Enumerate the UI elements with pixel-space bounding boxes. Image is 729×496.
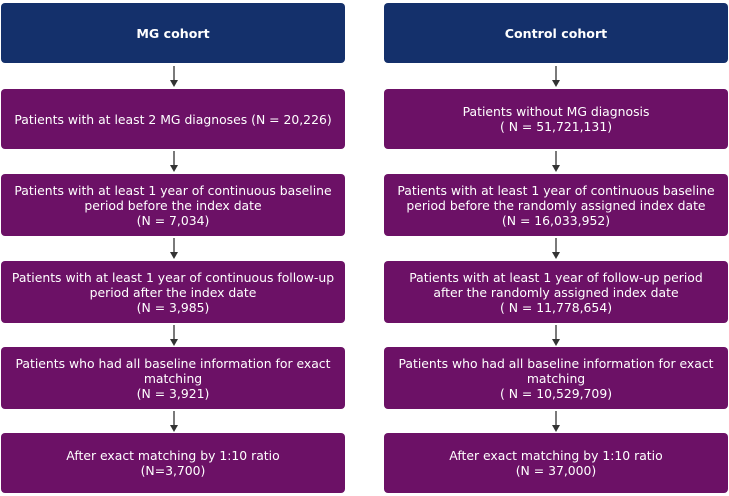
arrow-down-icon — [552, 151, 560, 172]
control-cohort-header-label: Control cohort — [504, 25, 608, 41]
arrow-down-icon — [170, 238, 178, 259]
control-step-2-line-2: period before the randomly assigned inde… — [406, 197, 706, 213]
mg-step-2-line-3: (N = 7,034) — [136, 212, 210, 228]
mg-step-2-line-1: Patients with at least 1 year of continu… — [14, 182, 332, 198]
mg-step-5-line-2: (N=3,700) — [140, 463, 206, 478]
mg-step-3: Patients with at least 1 year of continu… — [1, 261, 345, 323]
mg-step-1: Patients with at least 2 MG diagnoses (N… — [1, 89, 345, 149]
control-step-2: Patients with at least 1 year of continu… — [384, 174, 728, 236]
mg-step-5: After exact matching by 1:10 ratio (N=3,… — [1, 433, 345, 493]
arrow-down-icon — [170, 151, 178, 172]
mg-step-3-line-3: (N = 3,985) — [136, 299, 210, 315]
mg-step-3-line-2: period after the index date — [89, 284, 257, 300]
control-step-3-line-2: after the randomly assigned index date — [433, 284, 679, 300]
arrow-down-icon — [552, 411, 560, 432]
mg-cohort-header: MG cohort — [1, 3, 345, 63]
control-step-5-line-1: After exact matching by 1:10 ratio — [449, 448, 663, 463]
mg-step-5-line-1: After exact matching by 1:10 ratio — [66, 448, 280, 463]
control-step-1-line-2: ( N = 51,721,131) — [499, 119, 613, 134]
control-step-1-line-1: Patients without MG diagnosis — [462, 104, 650, 119]
arrow-down-icon — [552, 325, 560, 346]
control-step-4-line-2: matching — [526, 370, 586, 386]
mg-step-2-line-2: period before the index date — [84, 197, 262, 213]
mg-step-4-line-3: (N = 3,921) — [136, 385, 210, 401]
mg-step-4-line-2: matching — [143, 370, 203, 386]
mg-step-3-line-1: Patients with at least 1 year of continu… — [11, 269, 335, 285]
control-cohort-header: Control cohort — [384, 3, 728, 63]
arrow-down-icon — [552, 238, 560, 259]
mg-step-4: Patients who had all baseline informatio… — [1, 347, 345, 409]
control-step-4: Patients who had all baseline informatio… — [384, 347, 728, 409]
control-step-3-line-3: ( N = 11,778,654) — [499, 299, 613, 315]
control-step-3-line-1: Patients with at least 1 year of follow-… — [409, 269, 703, 285]
mg-step-4-line-1: Patients who had all baseline informatio… — [15, 355, 331, 371]
mg-step-2: Patients with at least 1 year of continu… — [1, 174, 345, 236]
arrow-down-icon — [170, 325, 178, 346]
control-step-2-line-1: Patients with at least 1 year of continu… — [397, 182, 715, 198]
control-step-4-line-1: Patients who had all baseline informatio… — [398, 355, 714, 371]
control-step-1: Patients without MG diagnosis ( N = 51,7… — [384, 89, 728, 149]
control-step-3: Patients with at least 1 year of follow-… — [384, 261, 728, 323]
arrow-down-icon — [552, 66, 560, 87]
control-step-4-line-3: ( N = 10,529,709) — [499, 385, 613, 401]
mg-step-1-line-1: Patients with at least 2 MG diagnoses (N… — [14, 111, 332, 127]
arrow-down-icon — [170, 66, 178, 87]
control-step-5: After exact matching by 1:10 ratio (N = … — [384, 433, 728, 493]
control-step-5-line-2: (N = 37,000) — [515, 463, 597, 478]
mg-cohort-header-label: MG cohort — [136, 25, 210, 41]
arrow-down-icon — [170, 411, 178, 432]
control-step-2-line-3: (N = 16,033,952) — [501, 212, 611, 228]
